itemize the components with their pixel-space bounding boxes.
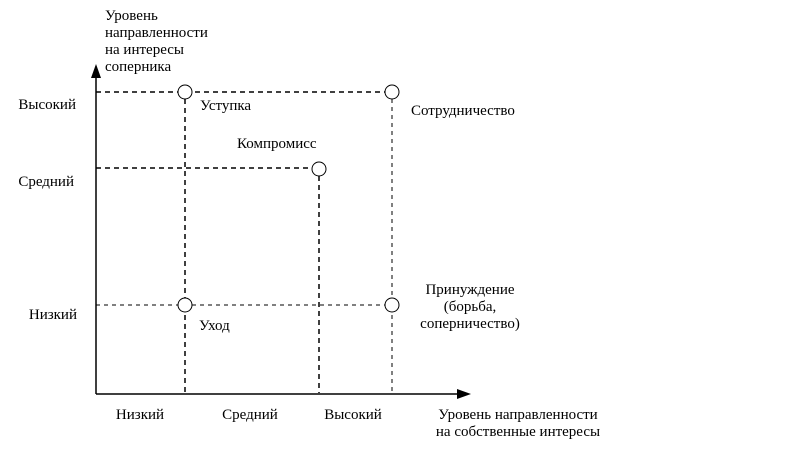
x-axis-title-line: Уровень направленности bbox=[438, 407, 598, 423]
point-cooperation bbox=[384, 84, 400, 100]
label-cooperation: Сотрудничество bbox=[411, 103, 515, 119]
x-level-low: Низкий bbox=[115, 407, 165, 423]
y-axis-title: Уровень направленности на интересы сопер… bbox=[105, 8, 208, 76]
y-axis-title-line: на интересы bbox=[105, 42, 184, 58]
x-axis-title-line: на собственные интересы bbox=[435, 424, 601, 440]
x-axis-arrow bbox=[457, 389, 471, 399]
x-level-mid: Средний bbox=[222, 407, 278, 423]
label-coercion: Принуждение (борьба, соперничество) bbox=[400, 282, 540, 333]
y-axis-arrow bbox=[91, 64, 101, 78]
y-level-mid: Средний bbox=[18, 174, 74, 190]
y-level-low: Низкий bbox=[28, 307, 77, 323]
label-coercion-line: Принуждение bbox=[425, 282, 515, 298]
label-coercion-line: соперничество) bbox=[420, 316, 520, 332]
y-axis-title-line: соперника bbox=[105, 59, 172, 75]
x-axis-title: Уровень направленности на собственные ин… bbox=[413, 407, 623, 441]
label-concession: Уступка bbox=[200, 98, 252, 114]
y-level-high: Высокий bbox=[18, 97, 76, 113]
label-avoidance: Уход bbox=[199, 318, 230, 334]
y-axis-title-line: Уровень bbox=[105, 8, 158, 24]
point-coercion bbox=[384, 297, 400, 313]
x-level-high: Высокий bbox=[324, 407, 382, 423]
point-concession bbox=[177, 84, 193, 100]
y-axis-title-line: направленности bbox=[105, 25, 208, 41]
point-avoidance bbox=[177, 297, 193, 313]
label-coercion-line: (борьба, bbox=[443, 299, 497, 315]
point-compromise bbox=[311, 161, 327, 177]
label-compromise: Компромисс bbox=[237, 136, 317, 152]
